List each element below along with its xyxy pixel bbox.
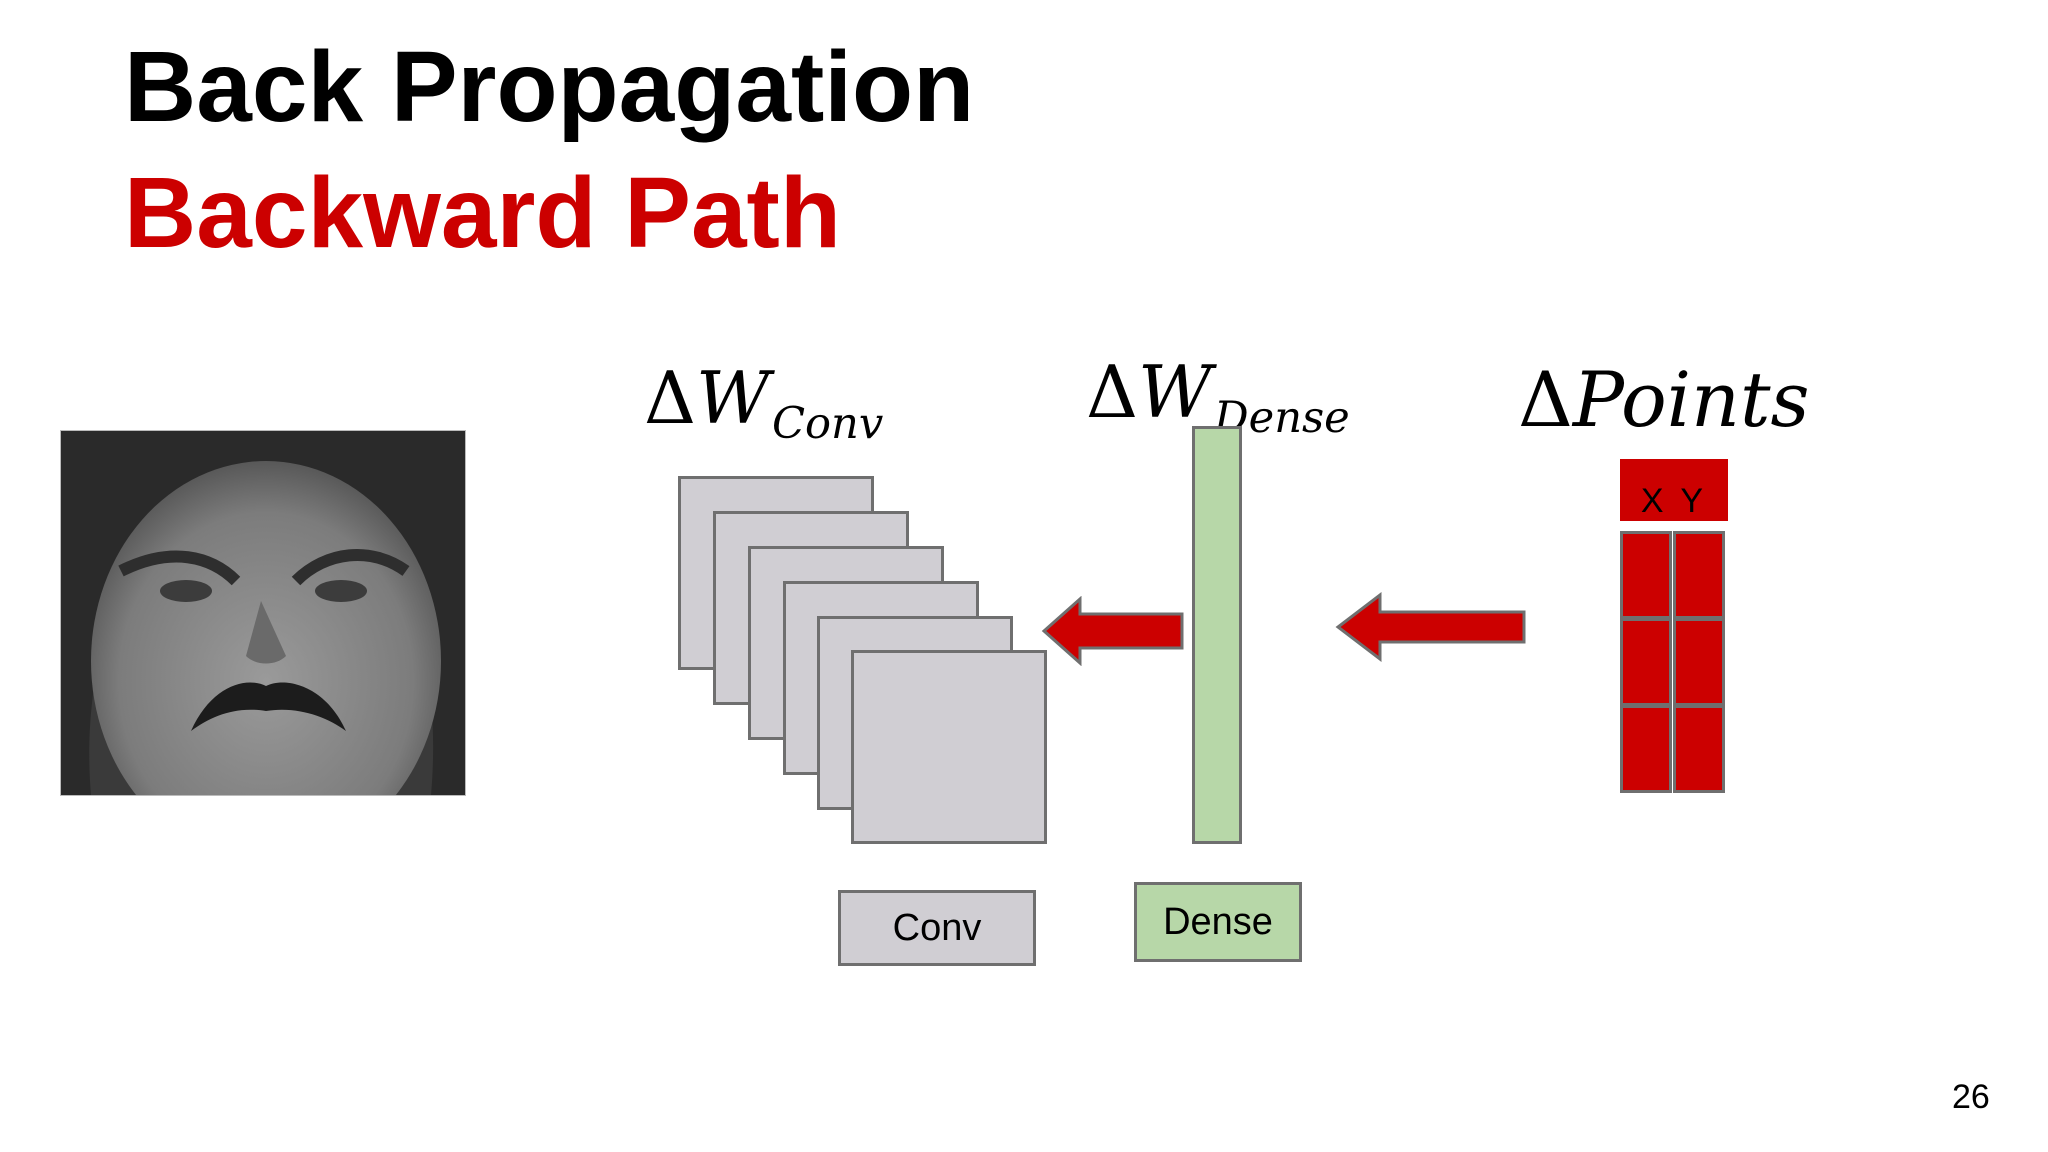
slide-title: Back Propagation — [124, 31, 975, 143]
input-face-image — [60, 430, 466, 796]
output-cell-x2 — [1620, 618, 1672, 706]
conv-feature-map-6 — [851, 650, 1047, 844]
output-cell-x3 — [1620, 705, 1672, 793]
dense-layer-bar — [1192, 426, 1242, 844]
face-photo-icon — [61, 431, 465, 795]
output-cell-y3 — [1673, 705, 1725, 793]
dense-layer-label: Dense — [1134, 882, 1302, 962]
delta-points-label: ΔPoints — [1518, 355, 1810, 444]
conv-layer-label: Conv — [838, 890, 1036, 966]
arrow-dense-to-conv-icon — [1041, 596, 1184, 666]
output-xy-label: X Y — [1640, 482, 1708, 520]
arrow-points-to-dense-icon — [1335, 592, 1526, 662]
output-cell-x1 — [1620, 531, 1672, 619]
slide-subtitle: Backward Path — [124, 157, 841, 269]
page-number: 26 — [1952, 1078, 1990, 1116]
output-xy-header: X Y — [1620, 459, 1728, 521]
delta-w-conv-label: ΔWConv — [644, 356, 884, 450]
delta-w-dense-label: ΔWDense — [1086, 350, 1350, 444]
output-cell-y2 — [1673, 618, 1725, 706]
output-cell-y1 — [1673, 531, 1725, 619]
